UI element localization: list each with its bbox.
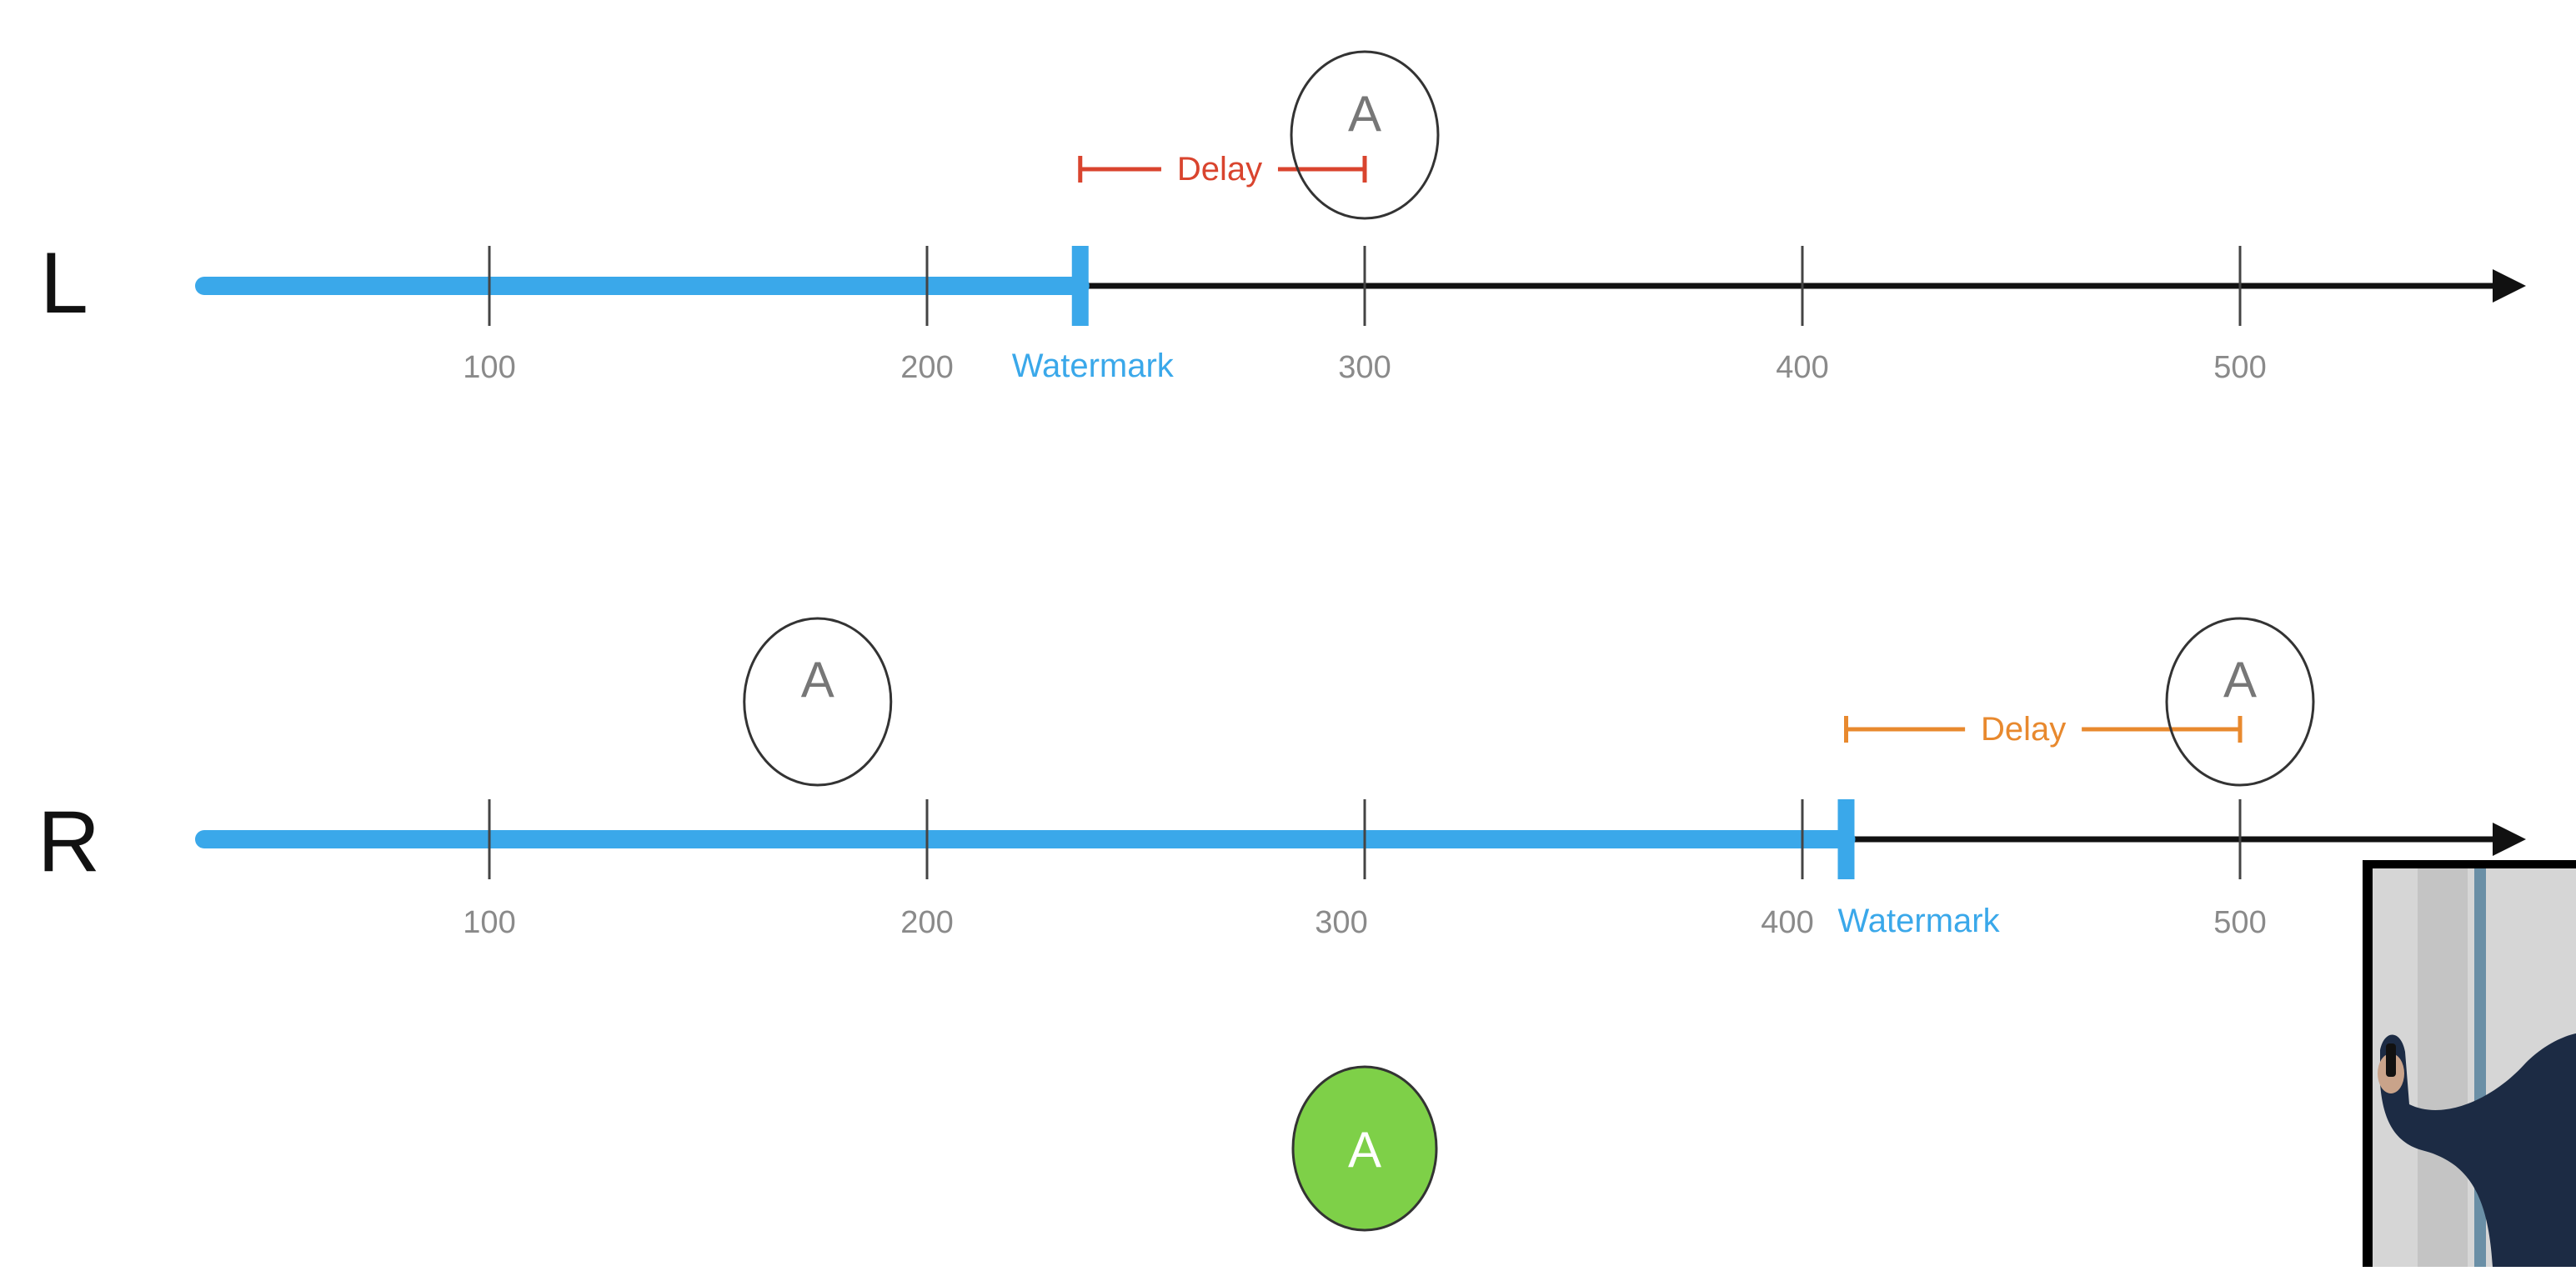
joined-event: A — [1291, 1065, 1438, 1232]
r-tick-label-500: 500 — [2213, 905, 2266, 940]
stream-r-delay-label: Delay — [1981, 711, 2066, 748]
stream-r-event-circle-early — [743, 617, 893, 787]
video-thumbnail-wall-panel — [2418, 868, 2468, 1267]
stream-r-event-letter-early: A — [801, 652, 834, 708]
stream-r: R 100 200 300 400 500 Watermark Delay A A — [38, 617, 2526, 940]
stream-l-watermark-label: Watermark — [1012, 348, 1175, 384]
stream-l-delay-label: Delay — [1177, 151, 1262, 188]
stream-label-l: L — [40, 235, 88, 332]
stream-r-event-a-late: A — [2165, 617, 2315, 787]
stream-r-delay: Delay — [1844, 711, 2243, 748]
l-tick-label-200: 200 — [900, 350, 953, 385]
stream-l-event-letter: A — [1348, 86, 1381, 142]
stream-l-axis-arrowhead — [2493, 269, 2526, 303]
stream-l: L 100 200 300 400 500 Watermark Delay A — [40, 50, 2526, 385]
r-tick-label-400: 400 — [1761, 905, 1813, 940]
stream-l-event-a: A — [1290, 50, 1440, 220]
stream-l-ticks: 100 200 300 400 500 — [463, 246, 2267, 385]
stream-r-event-circle-late — [2165, 617, 2315, 787]
stream-l-watermark-marker — [1071, 246, 1089, 326]
joined-event-letter: A — [1348, 1122, 1381, 1178]
r-tick-label-200: 200 — [900, 905, 953, 940]
stream-r-axis-arrowhead — [2493, 823, 2526, 856]
r-tick-label-100: 100 — [463, 905, 515, 940]
stream-r-event-letter-late: A — [2223, 652, 2257, 708]
presenter-clicker-icon — [2386, 1043, 2396, 1077]
stream-r-ticks: 100 200 300 400 500 — [463, 799, 2267, 940]
stream-l-delay: Delay — [1078, 151, 1367, 188]
stream-l-event-circle — [1290, 50, 1440, 220]
presenter-video-thumbnail — [2363, 860, 2576, 1267]
l-tick-label-300: 300 — [1338, 350, 1391, 385]
l-tick-label-500: 500 — [2213, 350, 2266, 385]
presenter-figure-icon — [2380, 1033, 2576, 1267]
stream-r-event-a-early: A — [743, 617, 893, 787]
l-tick-label-400: 400 — [1776, 350, 1828, 385]
l-tick-label-100: 100 — [463, 350, 515, 385]
stream-r-watermark-label: Watermark — [1838, 903, 2001, 939]
joined-event-circle — [1291, 1065, 1438, 1232]
stream-r-watermark-marker — [1837, 799, 1855, 879]
r-tick-label-300: 300 — [1315, 905, 1367, 940]
stream-label-r: R — [38, 793, 100, 890]
